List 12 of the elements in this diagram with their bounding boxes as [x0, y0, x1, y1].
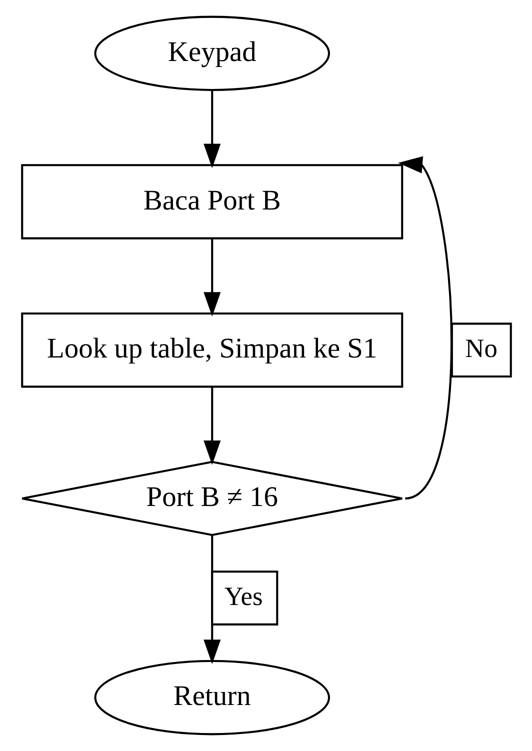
node-diamond: Port B ≠ 16: [20, 460, 403, 536]
node-box: Look up table, Simpan ke S1: [20, 312, 403, 388]
node-ellipse: Return: [94, 660, 330, 736]
edge-label: No: [464, 333, 497, 364]
node-ellipse: Keypad: [94, 16, 330, 91]
arrow: [203, 90, 220, 168]
arrow: [203, 387, 220, 465]
arrow: [203, 535, 220, 664]
node-box: Baca Port B: [20, 164, 403, 240]
arrow: [203, 238, 220, 317]
arrow: [398, 156, 452, 500]
edge-label: Yes: [224, 580, 262, 611]
